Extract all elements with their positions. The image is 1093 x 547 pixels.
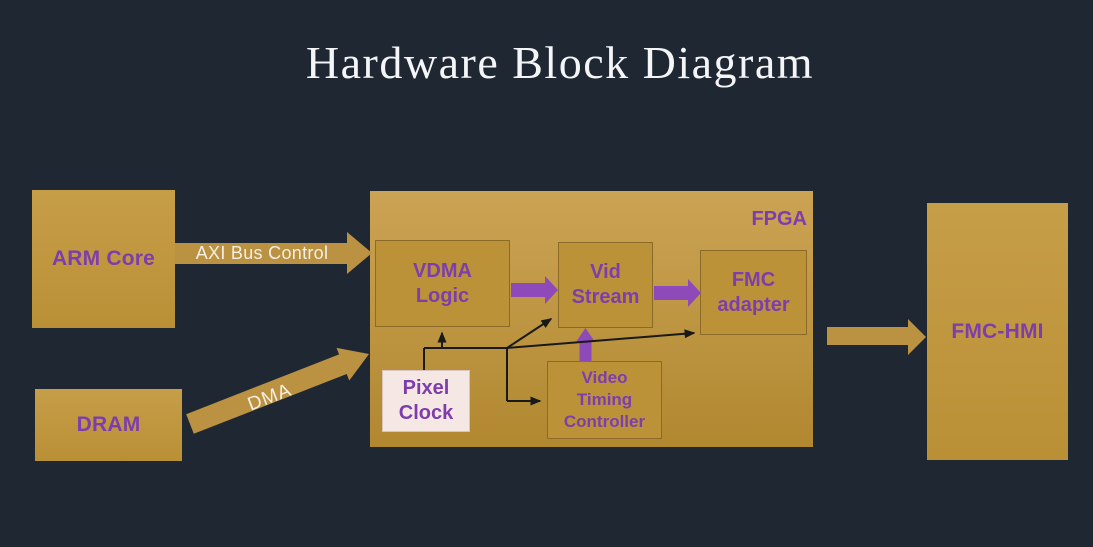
- block-fpga: FPGA VDMA Logic Vid Stream FMC adapter P…: [370, 191, 813, 447]
- block-video-timing-controller: Video Timing Controller: [547, 361, 662, 439]
- dma-arrow-label: DMA: [244, 379, 295, 416]
- block-fmc-hmi: FMC-HMI: [927, 203, 1068, 460]
- pixel-clock-label: Pixel Clock: [398, 377, 454, 424]
- fpga-to-fmc-hmi-arrow: [827, 319, 926, 355]
- block-vdma-logic: VDMA Logic: [375, 240, 510, 327]
- vdma-logic-label: VDMA Logic: [413, 259, 472, 307]
- block-vid-stream: Vid Stream: [558, 242, 653, 328]
- arm-core-label: ARM Core: [51, 247, 156, 270]
- fmc-hmi-label: FMC-HMI: [951, 319, 1044, 343]
- block-dram: DRAM: [35, 389, 182, 461]
- page-title: Hardware Block Diagram: [305, 37, 815, 88]
- dram-label: DRAM: [76, 413, 141, 436]
- axi-bus-arrow-label: AXI Bus Control: [195, 242, 329, 263]
- vid-stream-label: Vid Stream: [571, 261, 640, 308]
- video-timing-controller-label: Video Timing Controller: [563, 367, 646, 432]
- fmc-adapter-label: FMC adapter: [717, 268, 790, 316]
- block-fmc-adapter: FMC adapter: [700, 250, 807, 335]
- block-pixel-clock: Pixel Clock: [382, 370, 470, 432]
- fpga-label: FPGA: [751, 208, 807, 230]
- block-arm-core: ARM Core: [32, 190, 175, 328]
